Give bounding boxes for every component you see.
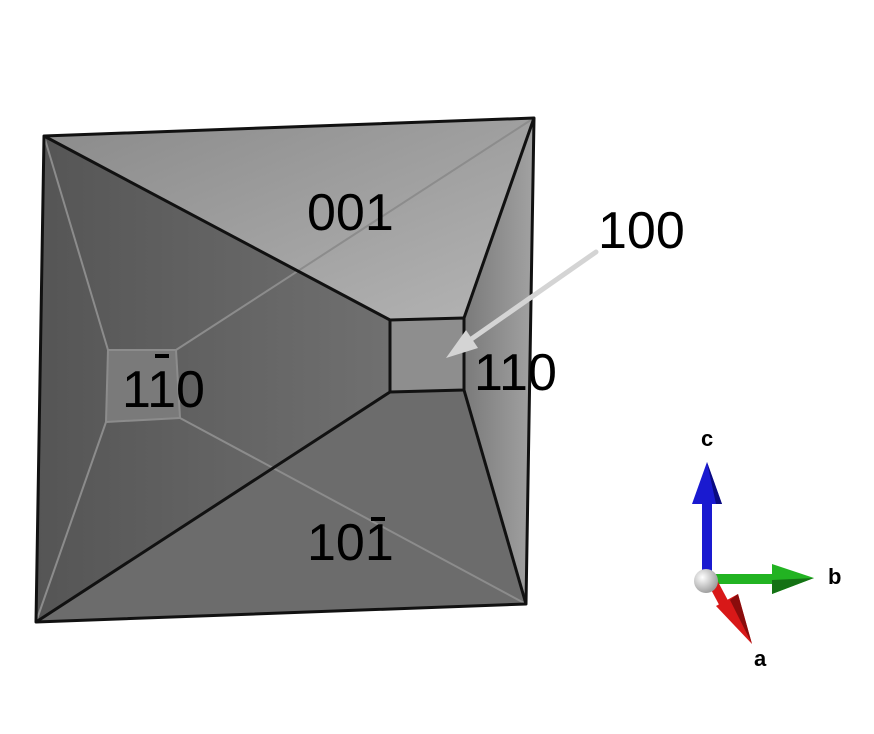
label-001: 001 [307, 184, 394, 242]
label-1-10-post: 0 [176, 361, 205, 419]
crystal-body [34, 116, 536, 624]
hidden-edges [35, 117, 535, 623]
axis-triad: c b a [692, 426, 841, 671]
axis-label-c: c [701, 426, 713, 451]
visible-edges [34, 116, 536, 624]
label-10-1-pre: 10 [307, 514, 365, 572]
face-100 [390, 318, 464, 392]
label-1-10-pre: 1 [122, 361, 149, 419]
label-10-1-bar-digit: 1 [365, 514, 394, 572]
axis-label-a: a [754, 646, 767, 671]
axis-b [712, 564, 814, 594]
label-10-1: 101 [307, 514, 394, 572]
axis-label-b: b [828, 564, 841, 589]
face-1-10 [106, 350, 180, 422]
axis-c [692, 462, 722, 578]
overbar-1-10 [155, 354, 169, 358]
overbar-10-1 [371, 517, 385, 521]
face-110 [464, 118, 534, 604]
face-001 [44, 118, 534, 320]
label-110: 110 [474, 344, 557, 402]
label-1-10: 110 [122, 354, 205, 419]
pointer-arrow [446, 249, 599, 358]
label-100: 100 [598, 202, 685, 260]
axis-origin [694, 569, 718, 593]
svg-text:101: 101 [307, 514, 394, 572]
face-front [36, 136, 390, 622]
svg-text:110: 110 [122, 361, 205, 419]
face-10-1 [36, 390, 526, 622]
label-1-10-bar-digit: 1 [147, 361, 176, 419]
